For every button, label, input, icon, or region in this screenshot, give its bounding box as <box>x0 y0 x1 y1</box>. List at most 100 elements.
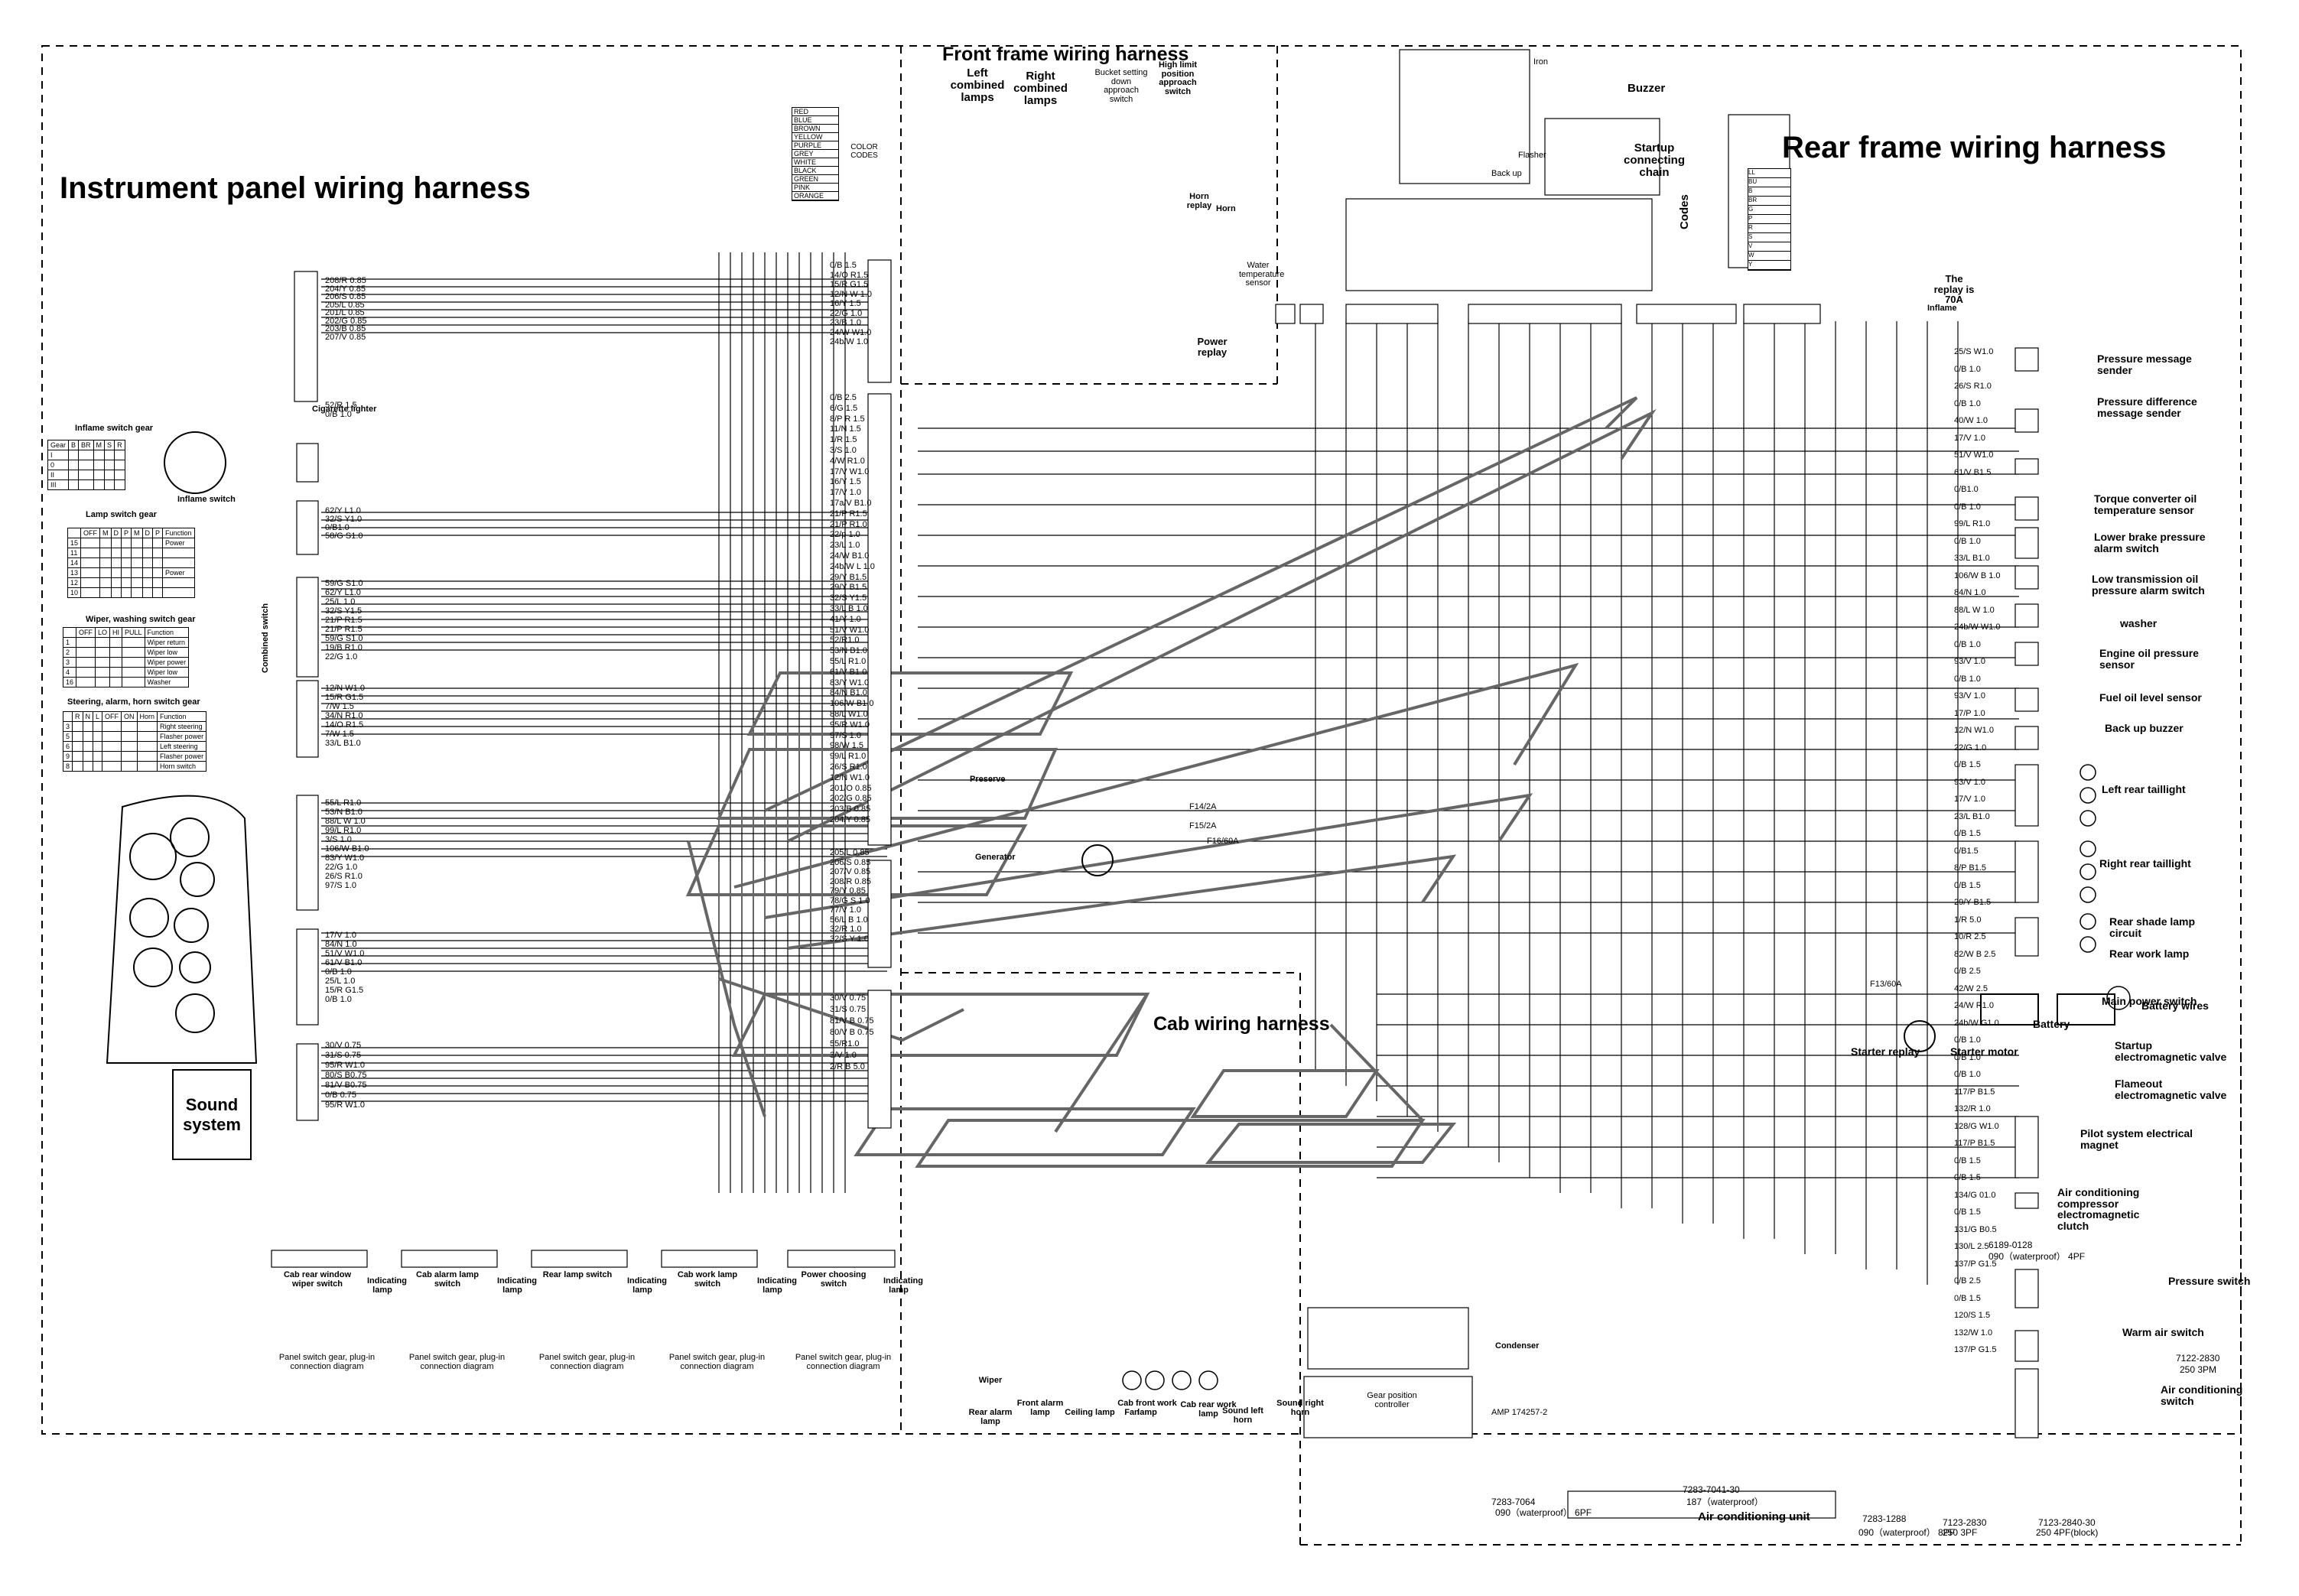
wire-label: 120/S 1.5 <box>1954 1311 1991 1320</box>
label-iron: Iron <box>1533 57 1548 67</box>
wire-label: 26/S R1.0 <box>1954 382 1992 391</box>
label-flasher: Flasher <box>1518 151 1546 160</box>
wire-label: 56/L B 1.0 <box>830 915 868 925</box>
indicating-lamp-label: Indicating lamp <box>497 1276 537 1295</box>
wire-label: 58/G S1.0 <box>325 531 363 541</box>
plug-diagram-label: Panel switch gear, plug-in connection di… <box>538 1353 636 1371</box>
part-number-label: 250 3PM <box>2180 1364 2217 1375</box>
harness-route-bands <box>685 396 1657 1168</box>
wire-label: 24/W B1.0 <box>830 551 870 561</box>
wire-label: 0/B 1.5 <box>1954 829 1981 838</box>
cab-load-label: Cab rear work lamp <box>1180 1400 1237 1419</box>
wire-label: 0/B 1.0 <box>1954 398 1981 408</box>
indicating-lamp-label: Indicating lamp <box>757 1276 797 1295</box>
rear-component-label: Starter motor <box>1950 1045 2018 1058</box>
label-replay-70a: The replay is 70A <box>1933 273 1975 306</box>
inflame-switch-symbol <box>164 431 1936 1052</box>
rear-component-label: Lower brake pressure alarm switch <box>2094 531 2206 554</box>
rear-component-label: Battery wires <box>2141 1000 2209 1012</box>
label-left-lamps: Left combined lamps <box>950 67 1005 104</box>
wire-label: 8/P R 1.5 <box>830 414 865 424</box>
wire-label: 17/P 1.0 <box>1954 708 1985 718</box>
wire-label: 59/G S1.0 <box>325 579 363 588</box>
label-condenser: Condenser <box>1495 1341 1540 1351</box>
wire-label: 117/P B1.5 <box>1954 1087 1995 1097</box>
wire-label: 204/Y 0.85 <box>830 815 871 824</box>
wire-label: 80/S B0.75 <box>325 1071 367 1080</box>
cab-load-label: Sound left horn <box>1222 1406 1263 1425</box>
wire-label: 206/S 0.85 <box>830 857 871 867</box>
wire-label: 7/W 1.5 <box>325 702 354 711</box>
rear-component-label: Left rear taillight <box>2102 783 2186 795</box>
wire-label: 84/N 1.0 <box>325 940 357 949</box>
label-high-limit-switch: High limit position approach switch <box>1158 60 1198 96</box>
wire-label: 14/O R1.5 <box>830 270 869 280</box>
rear-component-label: Rear shade lamp circuit <box>2109 915 2196 939</box>
rear-component-label: Starter replay <box>1851 1045 1920 1058</box>
wire-label: 21/P R1.5 <box>325 616 363 625</box>
rear-component-label: Low transmission oil pressure alarm swit… <box>2092 573 2205 596</box>
cab-load-label: Front alarm lamp <box>1016 1399 1064 1417</box>
label-combined-switch: Combined switch <box>261 603 270 673</box>
label-horn-replay: Horn replay <box>1186 192 1212 210</box>
wire-label: 0/B 1.5 <box>1954 1208 1981 1217</box>
wire-label: 16/Y 1.5 <box>830 477 861 487</box>
part-number-label: 090（waterproof） 4PF <box>1988 1251 2086 1262</box>
wire-label: 59/G S1.0 <box>325 634 363 643</box>
wire-label: 17/V 1.0 <box>1954 433 1985 443</box>
label-lamp-gear: Lamp switch gear <box>86 510 157 519</box>
color-code-item: GREY <box>792 150 838 158</box>
wire-label: 0/B 2.5 <box>1954 1276 1981 1286</box>
wire-label: 117/P B1.5 <box>1954 1139 1995 1148</box>
wire-label: 88/L W 1.0 <box>325 817 366 826</box>
wire-label: 137/P G1.5 <box>1954 1345 1997 1354</box>
label-power-replay: Power replay <box>1197 336 1228 358</box>
fuse-f13: F13/60A <box>1870 980 1902 989</box>
code-item: G <box>1748 206 1790 215</box>
wire-label: 30/V 0.75 <box>325 1041 362 1050</box>
wire-label: 88/L W1.0 <box>830 710 868 719</box>
sound-system-box: Sound system <box>172 1069 252 1160</box>
wire-label: 29/Y B1.5 <box>830 572 867 582</box>
wire-label: 17/V W1.0 <box>830 466 870 476</box>
part-number-label: 250 3PF <box>1943 1527 1978 1538</box>
indicating-lamp-label: Indicating lamp <box>367 1276 407 1295</box>
wire-label: 12/N W1.0 <box>830 772 870 782</box>
wire-label: 0/B 1.0 <box>1954 502 1981 512</box>
wire-label: 2/R B 5.0 <box>830 1062 865 1071</box>
wire-label: 99/L R1.0 <box>1954 519 1991 528</box>
label-steering-gear: Steering, alarm, horn switch gear <box>67 697 200 707</box>
wire-label: 78/G S 1.0 <box>830 896 870 905</box>
wire-label: 81/V B0.75 <box>325 1081 367 1090</box>
label-preserve: Preserve <box>970 775 1006 784</box>
bottom-connectors <box>271 1250 1836 1519</box>
wire-label: 0/B 1.5 <box>1954 1293 1981 1303</box>
wire-label: 132/R 1.0 <box>1954 1104 1991 1113</box>
rear-component-label: Air conditioning switch <box>2161 1383 2243 1407</box>
wire-label: 95/R W1.0 <box>325 1061 365 1070</box>
wire-label: 53/N B1.0 <box>325 808 363 817</box>
wire-label: 203/B 0.85 <box>830 805 871 814</box>
cab-load-label: Ceiling lamp <box>1065 1408 1115 1417</box>
panel-switch-label: Rear lamp switch <box>542 1270 613 1279</box>
part-number-label: 7283-7064 <box>1491 1497 1536 1507</box>
rear-component-label: Torque converter oil temperature sensor <box>2094 492 2197 516</box>
wire-label: 0/B1.0 <box>1954 485 1979 494</box>
wire-label: 0/B 1.0 <box>1954 536 1981 546</box>
code-item: BR <box>1748 197 1790 206</box>
code-item: P <box>1748 215 1790 224</box>
wire-label: 202/G 0.85 <box>830 794 872 804</box>
wire-label: 32/S Y1.0 <box>325 515 363 524</box>
rear-component-label: Pilot system electrical magnet <box>2080 1127 2193 1151</box>
wire-label: 22/G 1.0 <box>325 863 358 872</box>
wire-label: 25/S W1.0 <box>1954 347 1994 356</box>
part-number-label: 7122-2830 <box>2176 1353 2220 1364</box>
label-amp: AMP 174257-2 <box>1491 1408 1548 1417</box>
wire-label: 97/S 1.0 <box>325 881 356 890</box>
wire-label: 0/B 1.5 <box>1954 880 1981 890</box>
battery-symbol <box>1980 993 2115 1026</box>
code-item: BU <box>1748 178 1790 187</box>
wire-label: 61/V B1.0 <box>830 667 867 677</box>
wire-label: 1/R 1.5 <box>830 435 857 445</box>
